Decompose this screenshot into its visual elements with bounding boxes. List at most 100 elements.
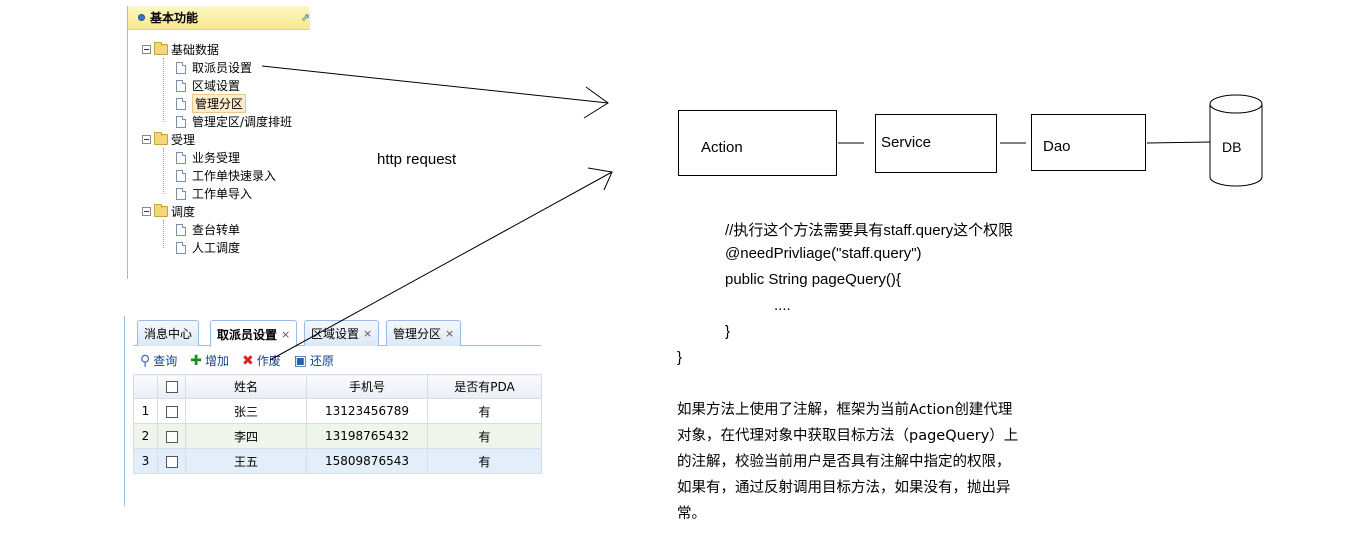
arrowhead-icon: [583, 86, 609, 119]
table-row[interactable]: 1 张三 13123456789 有: [133, 398, 542, 424]
row-checkbox[interactable]: [165, 430, 178, 443]
tab-courier-settings[interactable]: 取派员设置 ×: [210, 320, 298, 347]
grid-panel: 消息中心 取派员设置 × 区域设置 × 管理分区 × ⚲ 查询 ✚ 增加 ✖ 作…: [124, 316, 542, 506]
table-row[interactable]: 2 李四 13198765432 有: [133, 423, 542, 449]
document-icon: [176, 151, 186, 164]
service-box: Service: [875, 114, 997, 173]
collapse-icon[interactable]: ⇗: [300, 11, 310, 24]
panel-icon: [138, 14, 145, 21]
cell-name: 张三: [185, 398, 307, 424]
document-icon: [176, 115, 186, 128]
tree-group-dispatch[interactable]: 调度: [142, 203, 195, 220]
close-icon[interactable]: ×: [445, 327, 455, 340]
grid-toolbar: ⚲ 查询 ✚ 增加 ✖ 作废 ▣ 还原: [133, 347, 541, 374]
tab-strip: 消息中心 取派员设置 × 区域设置 × 管理分区 ×: [133, 316, 541, 347]
tree-group-label: 调度: [171, 205, 196, 219]
cell-phone: 15809876543: [306, 448, 428, 474]
action-box-label: Action: [701, 139, 743, 156]
row-number: 2: [133, 423, 158, 449]
document-icon: [176, 97, 186, 110]
collapse-toggle-icon[interactable]: [142, 135, 151, 144]
select-all-checkbox[interactable]: [165, 381, 178, 393]
column-header-name[interactable]: 姓名: [185, 374, 307, 399]
document-icon: [176, 241, 186, 254]
explanation-line: 常。: [677, 506, 706, 522]
row-checkbox-cell[interactable]: [157, 423, 186, 449]
cell-pda: 有: [427, 423, 542, 449]
close-icon[interactable]: ×: [281, 327, 291, 341]
connector-dao-db: [1146, 141, 1213, 144]
row-number: 3: [133, 448, 158, 474]
tree-item-courier-settings[interactable]: 取派员设置: [176, 59, 252, 76]
tree-item-manage-partition[interactable]: 管理分区: [176, 94, 247, 113]
table-row[interactable]: 3 王五 15809876543 有: [133, 448, 542, 474]
tree-item-work-order-quick-entry[interactable]: 工作单快速录入: [176, 167, 276, 184]
tree-connector: [163, 58, 164, 122]
tree-item-region-settings[interactable]: 区域设置: [176, 77, 240, 94]
tree-item-label: 工作单快速录入: [192, 169, 277, 183]
tree-panel-title: 基本功能: [150, 11, 199, 25]
explanation-line: 的注解，校验当前用户是否具有注解中指定的权限，: [677, 454, 1011, 470]
tab-manage-partition[interactable]: 管理分区 ×: [386, 320, 462, 346]
tree-group-basic-data[interactable]: 基础数据: [142, 41, 219, 58]
restore-button[interactable]: ▣ 还原: [294, 352, 334, 369]
tree-item-label: 管理定区/调度排班: [192, 115, 293, 129]
code-close-inner: }: [725, 323, 731, 340]
plus-icon: ✚: [190, 352, 203, 369]
row-number-header: [133, 374, 158, 399]
tree-item-label: 管理分区: [192, 94, 247, 113]
code-annotation: @needPrivliage("staff.query"): [725, 245, 922, 262]
document-icon: [176, 169, 186, 182]
database-cylinder-icon: [1209, 94, 1263, 187]
folder-icon: [154, 42, 168, 55]
query-button[interactable]: ⚲ 查询: [140, 352, 177, 369]
dao-box-label: Dao: [1043, 138, 1071, 155]
tree-item-fixed-area-scheduling[interactable]: 管理定区/调度排班: [176, 113, 292, 130]
collapse-toggle-icon[interactable]: [142, 207, 151, 216]
tab-message-center[interactable]: 消息中心: [137, 320, 200, 346]
select-all-cell[interactable]: [157, 374, 186, 399]
row-checkbox-cell[interactable]: [157, 448, 186, 474]
code-body: ....: [774, 297, 791, 314]
add-button-label: 增加: [205, 354, 230, 368]
tree-connector: [163, 220, 164, 248]
folder-icon: [154, 204, 168, 217]
tree-group-acceptance[interactable]: 受理: [142, 131, 195, 148]
request-arrow-line: [261, 65, 609, 104]
tree-group-label: 基础数据: [171, 43, 220, 57]
db-label: DB: [1222, 139, 1242, 155]
document-icon: [176, 223, 186, 236]
add-button[interactable]: ✚ 增加: [190, 352, 229, 369]
tree-item-manual-dispatch[interactable]: 人工调度: [176, 239, 240, 256]
document-icon: [176, 79, 186, 92]
tree-connector: [163, 148, 164, 194]
delete-x-icon: ✖: [242, 352, 254, 369]
cell-phone: 13198765432: [306, 423, 428, 449]
tree-item-label: 区域设置: [192, 79, 241, 93]
http-request-label: http request: [377, 151, 457, 168]
explanation-line: 对象，在代理对象中获取目标方法（pageQuery）上: [677, 428, 1019, 444]
tab-label: 管理分区: [393, 327, 442, 341]
cell-pda: 有: [427, 398, 542, 424]
cell-pda: 有: [427, 448, 542, 474]
collapse-toggle-icon[interactable]: [142, 45, 151, 54]
explanation-paragraph: 如果方法上使用了注解，框架为当前Action创建代理 对象，在代理对象中获取目标…: [677, 397, 1037, 527]
tree-item-label: 工作单导入: [192, 187, 253, 201]
cell-name: 李四: [185, 423, 307, 449]
document-icon: [176, 187, 186, 200]
close-icon[interactable]: ×: [363, 327, 373, 340]
action-box: Action: [678, 110, 837, 176]
row-checkbox[interactable]: [165, 455, 178, 468]
explanation-line: 如果方法上使用了注解，框架为当前Action创建代理: [677, 402, 1013, 418]
tree-item-business-acceptance[interactable]: 业务受理: [176, 149, 240, 166]
search-icon: ⚲: [140, 352, 151, 369]
cell-name: 王五: [185, 448, 307, 474]
row-checkbox[interactable]: [165, 405, 178, 418]
tree-panel-header[interactable]: 基本功能 ⇗: [128, 6, 310, 30]
tree-item-work-order-import[interactable]: 工作单导入: [176, 185, 252, 202]
code-signature: public String pageQuery(){: [725, 271, 901, 288]
service-box-label: Service: [881, 134, 932, 151]
tree-item-desk-transfer[interactable]: 查台转单: [176, 221, 240, 238]
tab-label: 取派员设置: [217, 327, 278, 342]
